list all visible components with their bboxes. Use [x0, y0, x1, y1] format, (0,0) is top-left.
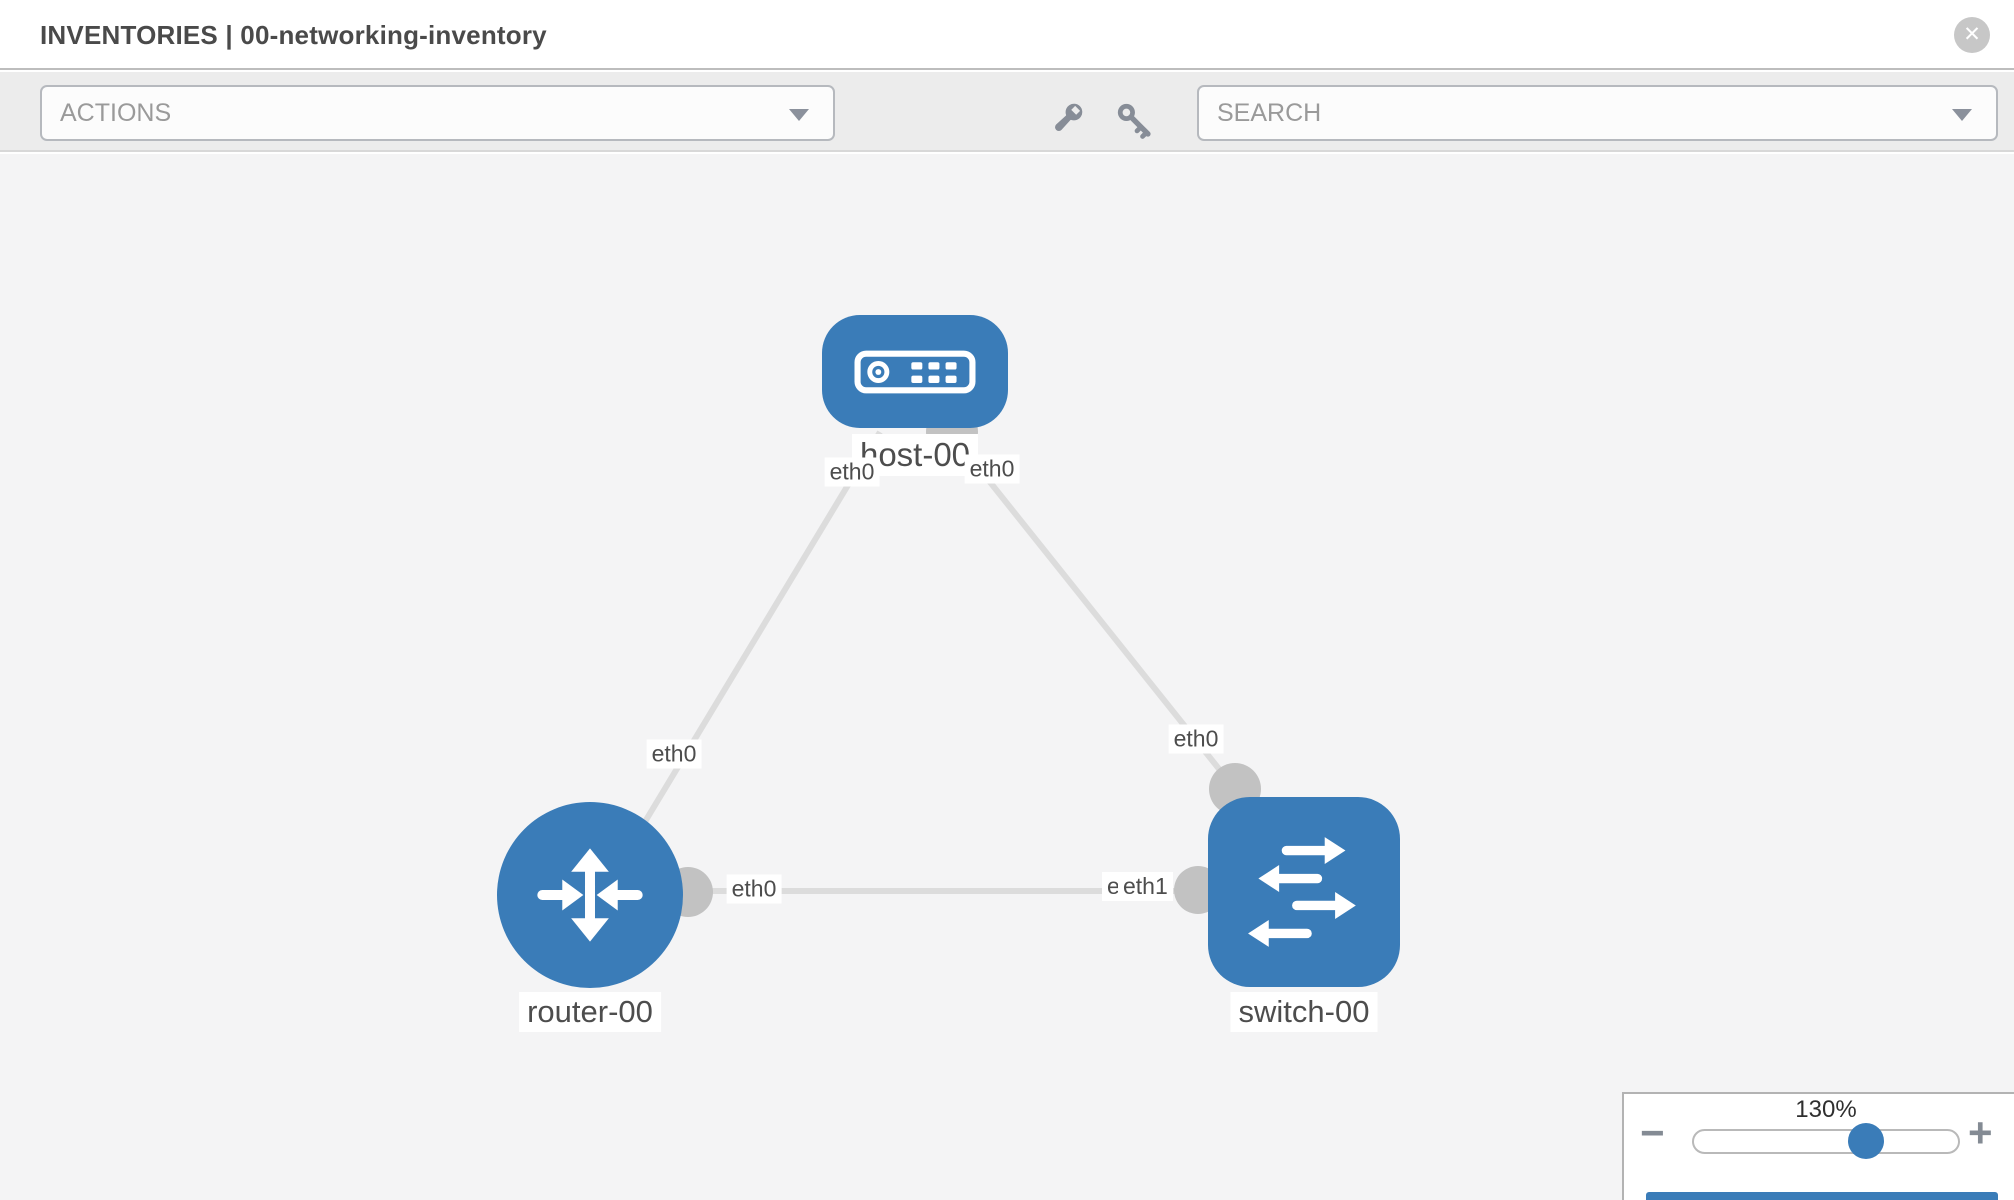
links-layer	[637, 406, 1261, 917]
zoom-panel: 130% − +	[1622, 1092, 2014, 1200]
host-icon	[854, 350, 976, 393]
interface-label-host-eth0-left: eth0	[824, 457, 880, 487]
actions-dropdown-label: ACTIONS	[60, 99, 172, 127]
interface-label-router-eth0: eth0	[726, 874, 782, 904]
actions-dropdown[interactable]: ACTIONS	[40, 85, 835, 141]
search-placeholder: SEARCH	[1217, 99, 1322, 127]
switch-icon	[1248, 837, 1356, 947]
zoom-out-icon[interactable]: −	[1640, 1109, 1665, 1156]
toolbar: ACTIONS SEARCH	[0, 72, 2014, 152]
key-icon[interactable]	[1115, 101, 1153, 139]
router-icon	[537, 848, 643, 942]
wrench-icon[interactable]	[1049, 99, 1087, 137]
node-label-switch: switch-00	[1230, 992, 1378, 1032]
node-host[interactable]	[822, 315, 1008, 428]
caret-down-icon	[789, 109, 809, 121]
close-icon[interactable]: ✕	[1954, 17, 1990, 53]
interface-label-switch-link-eth0: eth0	[1168, 724, 1224, 754]
node-label-router: router-00	[519, 992, 661, 1032]
search-dropdown[interactable]: SEARCH	[1197, 85, 1998, 141]
interface-label-switch-eth1: eth1	[1118, 872, 1173, 901]
page-header: INVENTORIES | 00-networking-inventory ✕	[0, 0, 2014, 70]
zoom-level-value: 130%	[1795, 1096, 1857, 1123]
bottom-blue-strip	[1646, 1192, 1998, 1200]
link-host-router	[637, 430, 883, 832]
node-switch[interactable]	[1208, 797, 1400, 987]
caret-down-icon	[1952, 109, 1972, 121]
zoom-slider[interactable]	[1692, 1129, 1960, 1154]
interface-label-router-link-eth0: eth0	[646, 739, 702, 769]
node-router[interactable]	[497, 802, 683, 988]
interface-label-host-eth0-right: eth0	[964, 454, 1020, 484]
zoom-slider-thumb[interactable]	[1848, 1123, 1884, 1159]
topology-canvas[interactable]: host-00 router-00 switch-00 eth0 eth0 et…	[0, 154, 2014, 1200]
page-title: INVENTORIES | 00-networking-inventory	[40, 20, 547, 50]
zoom-in-icon[interactable]: +	[1968, 1109, 1993, 1156]
